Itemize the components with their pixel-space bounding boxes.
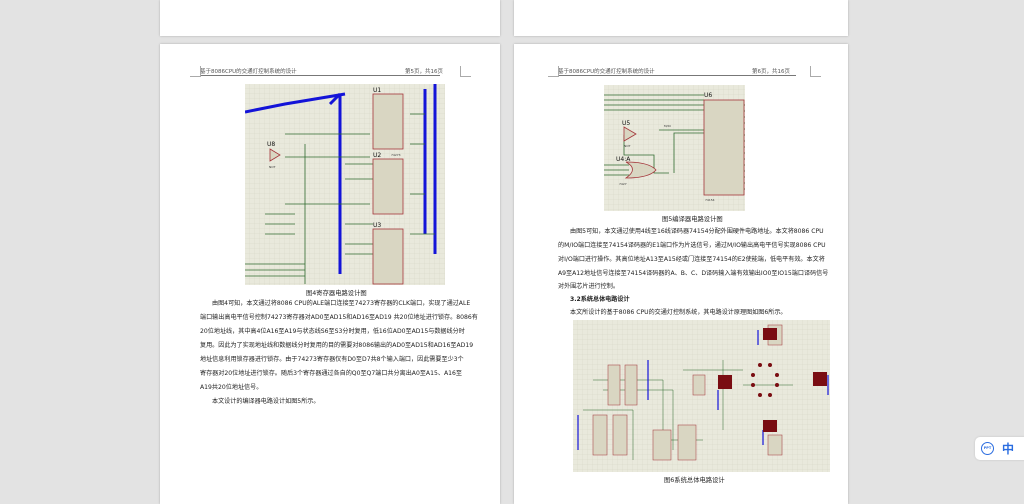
paragraph-line: A9至A12地址信号连接至74154译码器的A、B、C、D译码输入端有效输出IO… xyxy=(558,270,829,277)
u2-label: U2 xyxy=(373,152,381,159)
language-toggle[interactable]: 中 xyxy=(1002,442,1015,456)
paragraph-line: 本文所设计的基于8086 CPU的交通灯控制系统，其电路设计原理图如图6所示。 xyxy=(570,309,787,316)
paragraph-line: A19共20位地址信号。 xyxy=(200,384,263,391)
previous-page-right xyxy=(514,0,848,36)
figure-4-caption: 图4寄存器电路设计图 xyxy=(306,290,367,297)
header-rule xyxy=(200,75,440,76)
document-page-6: 基于8086CPU的交通灯控制系统的设计 第6页，共16页 U6 U5 U4:A… xyxy=(514,44,848,504)
figure-5-caption: 图5编译器电路设计图 xyxy=(662,216,723,223)
decoder-circuit-figure: U6 U5 U4:A 74154 NOT 7427 M/IO xyxy=(604,85,745,211)
paragraph-line: 对I/O端口进行操作。其高位地址A13至A15经或门连接至74154的E2使能端… xyxy=(558,256,825,263)
system-circuit-figure xyxy=(573,320,830,472)
header-rule xyxy=(558,75,796,76)
nor-gate-label: 7427 xyxy=(619,182,627,186)
paragraph-line: 地址信息利用锁存器进行锁存。由于74273寄存器仅有D0至D7共8个输入端口，因… xyxy=(200,356,464,363)
margin-corner xyxy=(460,66,471,77)
u5-label: U5 xyxy=(622,120,630,127)
u8-label: U8 xyxy=(267,141,275,148)
paragraph-line: 由图5可知，本文通过使用4线至16线译码器74154分配外围硬件电路地址。本文将… xyxy=(570,228,824,235)
paragraph-line: 本文设计的编译器电路设计如图5所示。 xyxy=(212,398,320,405)
page-header-number: 第5页，共16页 xyxy=(405,69,443,75)
paragraph-line: 对外围芯片进行控制。 xyxy=(558,283,619,290)
traffic-light-blocks xyxy=(718,328,827,432)
page-header-title: 基于8086CPU的交通灯控制系统的设计 xyxy=(558,69,655,75)
paragraph-line: 端口输出高电平信号控制74273寄存器对AD0至AD15和AD16至AD19 共… xyxy=(200,314,478,321)
translate-icon[interactable]: PPT xyxy=(981,442,994,455)
margin-corner xyxy=(190,66,201,77)
paragraph-line: 寄存器对20位地址进行锁存。随后3个寄存器通过各自的Q0至Q7端口共分离出A0至… xyxy=(200,370,462,377)
margin-corner xyxy=(810,66,821,77)
previous-page-left xyxy=(160,0,500,36)
not-gate-label: NOT xyxy=(624,144,631,148)
figure-6-caption: 图6系统总体电路设计 xyxy=(664,477,725,484)
section-heading: 3.2系统总体电路设计 xyxy=(570,296,630,303)
u4-label: U4:A xyxy=(616,156,631,163)
paragraph-line: 的M/IO端口连接至74154译码器的E1端口作为片选信号，通过M/IO输出高电… xyxy=(558,242,826,249)
page-header-number: 第6页，共16页 xyxy=(752,69,790,75)
page-header-title: 基于8086CPU的交通灯控制系统的设计 xyxy=(200,69,297,75)
paragraph-line: 复用。因此为了实现地址线和数据线分时复用的目的需要对8086输出的AD0至AD1… xyxy=(200,342,474,349)
not-gate-label: NOT xyxy=(269,165,276,169)
u1-label: U1 xyxy=(373,87,381,94)
chip-label: 74273 xyxy=(391,153,401,157)
u6-label: U6 xyxy=(704,92,712,99)
paragraph-line: 由图4可知，本文通过将8086 CPU的ALE端口连接至74273寄存器的CLK… xyxy=(212,300,471,307)
chip-label: 74154 xyxy=(705,198,715,202)
document-page-5: 基于8086CPU的交通灯控制系统的设计 第5页，共16页 U1 U2 U3 U… xyxy=(160,44,500,504)
paragraph-line: 20位地址线，其中高4位A16至A19与状态线S6至S3分时复用，低16位AD0… xyxy=(200,328,465,335)
floating-translate-widget[interactable]: PPT 中 xyxy=(975,437,1024,460)
margin-corner xyxy=(548,66,559,77)
register-circuit-figure: U1 U2 U3 U8 74273 NOT xyxy=(245,84,445,285)
u3-label: U3 xyxy=(373,222,381,229)
mio-label: M/IO xyxy=(664,124,671,128)
